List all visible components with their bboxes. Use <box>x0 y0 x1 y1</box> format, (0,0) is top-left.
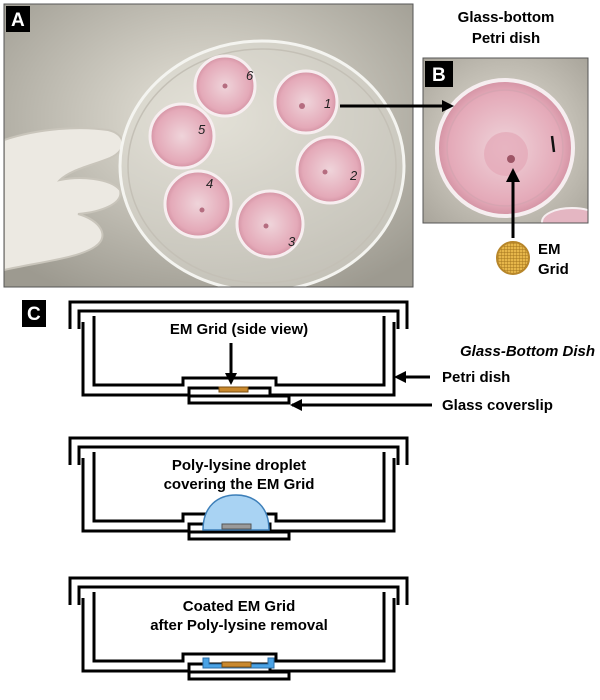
panel-b-title-line2: Petri dish <box>472 30 540 47</box>
diagram1-caption: EM Grid (side view) <box>170 321 308 338</box>
poly-lysine-coating <box>202 657 275 669</box>
panel-a-label: A <box>11 10 25 31</box>
arrow-a-to-b-head <box>442 100 454 112</box>
panel-a-photo: 6 1 5 2 4 3 <box>4 4 413 287</box>
arrow-coverslip-head <box>290 399 302 411</box>
diagram3-line1: Coated EM Grid <box>183 598 296 615</box>
dish-number: 3 <box>288 234 296 249</box>
panel-a-label-box <box>6 6 30 32</box>
em-grid-side-view <box>218 386 249 393</box>
dish-number: 5 <box>198 122 206 137</box>
diagram2-line1: Poly-lysine droplet <box>172 457 306 474</box>
arrow-grid-head <box>506 168 520 182</box>
arrow-petri-head <box>394 371 406 383</box>
small-dish-2: 2 <box>295 135 365 205</box>
em-grid-under-droplet <box>221 523 252 530</box>
em-grid-label-line1: EM <box>538 241 561 258</box>
coated-em-grid <box>221 661 252 668</box>
em-grid-label-line2: Grid <box>538 261 569 278</box>
arrow-to-grid-head <box>225 373 237 385</box>
panel-b-label: B <box>432 65 446 86</box>
small-dish-1: 1 <box>273 69 339 135</box>
diagram3-line2: after Poly-lysine removal <box>150 617 328 634</box>
panel-b-photo <box>423 58 588 223</box>
panel-b-label-box <box>425 61 453 87</box>
em-grid-icon <box>496 241 530 275</box>
small-dish-6: 6 <box>193 54 257 118</box>
poly-lysine-droplet <box>202 494 270 531</box>
small-dish-3: 3 <box>235 189 305 259</box>
panel-c-label-box <box>22 300 46 327</box>
glove <box>4 127 124 272</box>
diagram2-line2: covering the EM Grid <box>164 476 315 493</box>
small-dish-4: 4 <box>163 169 233 239</box>
glass-coverslip-label: Glass coverslip <box>442 397 553 414</box>
dish-title: Glass-Bottom Dish <box>460 343 595 360</box>
dish-number: 6 <box>246 68 254 83</box>
dish-number: 1 <box>324 96 331 111</box>
small-dish-5: 5 <box>148 102 216 170</box>
dish-number: 2 <box>349 168 358 183</box>
dish-number: 4 <box>206 176 213 191</box>
panel-b-title-line1: Glass-bottom <box>458 9 555 26</box>
petri-dish-label: Petri dish <box>442 369 510 386</box>
panel-c-label: C <box>27 304 41 325</box>
